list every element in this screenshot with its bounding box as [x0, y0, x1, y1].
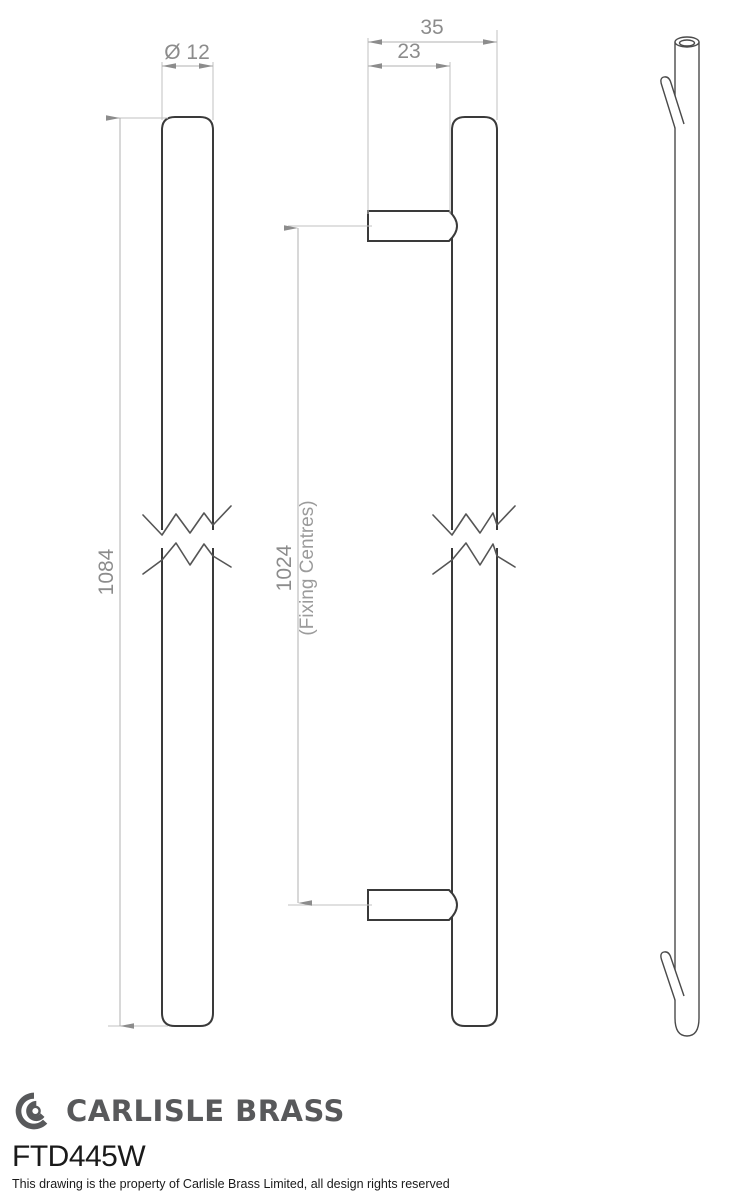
copyright-notice: This drawing is the property of Carlisle… — [12, 1177, 450, 1191]
isometric-view — [660, 36, 700, 1037]
break-line-lower — [142, 542, 232, 575]
diameter-dim-label: Ø 12 — [164, 41, 210, 64]
iso-rod-top-ellipse-inner — [678, 39, 696, 47]
title-block: CARLISLE BRASS FTD445W This drawing is t… — [0, 1075, 731, 1200]
side-handle-bar-upper — [451, 116, 498, 530]
side-break-line-upper — [432, 505, 516, 536]
front-view-dimensions: Ø 12 1084 — [95, 41, 214, 1029]
front-elevation-view — [142, 116, 232, 1027]
iso-standoff-upper — [660, 76, 685, 129]
drawing-canvas: Ø 12 1084 — [95, 16, 700, 1037]
side-elevation-view — [367, 116, 516, 1027]
brand-name: CARLISLE BRASS — [66, 1093, 345, 1128]
projection-stem-label: 23 — [397, 40, 420, 63]
side-break-line-lower — [432, 542, 516, 575]
handle-bar-lower — [161, 548, 214, 1027]
handle-bar-upper — [161, 116, 214, 530]
length-dim-label: 1084 — [95, 548, 118, 595]
fixing-centres-label: 1024 — [273, 544, 296, 591]
projection-total-label: 35 — [420, 16, 443, 39]
fixing-centres-note: (Fixing Centres) — [297, 500, 318, 635]
brand-lockup: CARLISLE BRASS — [12, 1089, 345, 1133]
carlisle-brass-logo-icon — [15, 1092, 48, 1130]
mounting-boss-lower — [367, 889, 458, 921]
technical-drawing-svg: Ø 12 1084 — [95, 16, 700, 1037]
side-handle-bar-lower — [451, 548, 498, 1027]
part-code: FTD445W — [12, 1140, 146, 1173]
iso-rod-body — [674, 42, 700, 1037]
iso-standoff-lower — [660, 951, 685, 1001]
side-view-dimensions: 35 23 1024 (Fixing Centres) — [273, 16, 498, 906]
break-line-upper — [142, 505, 232, 536]
mounting-boss-upper — [367, 210, 458, 242]
